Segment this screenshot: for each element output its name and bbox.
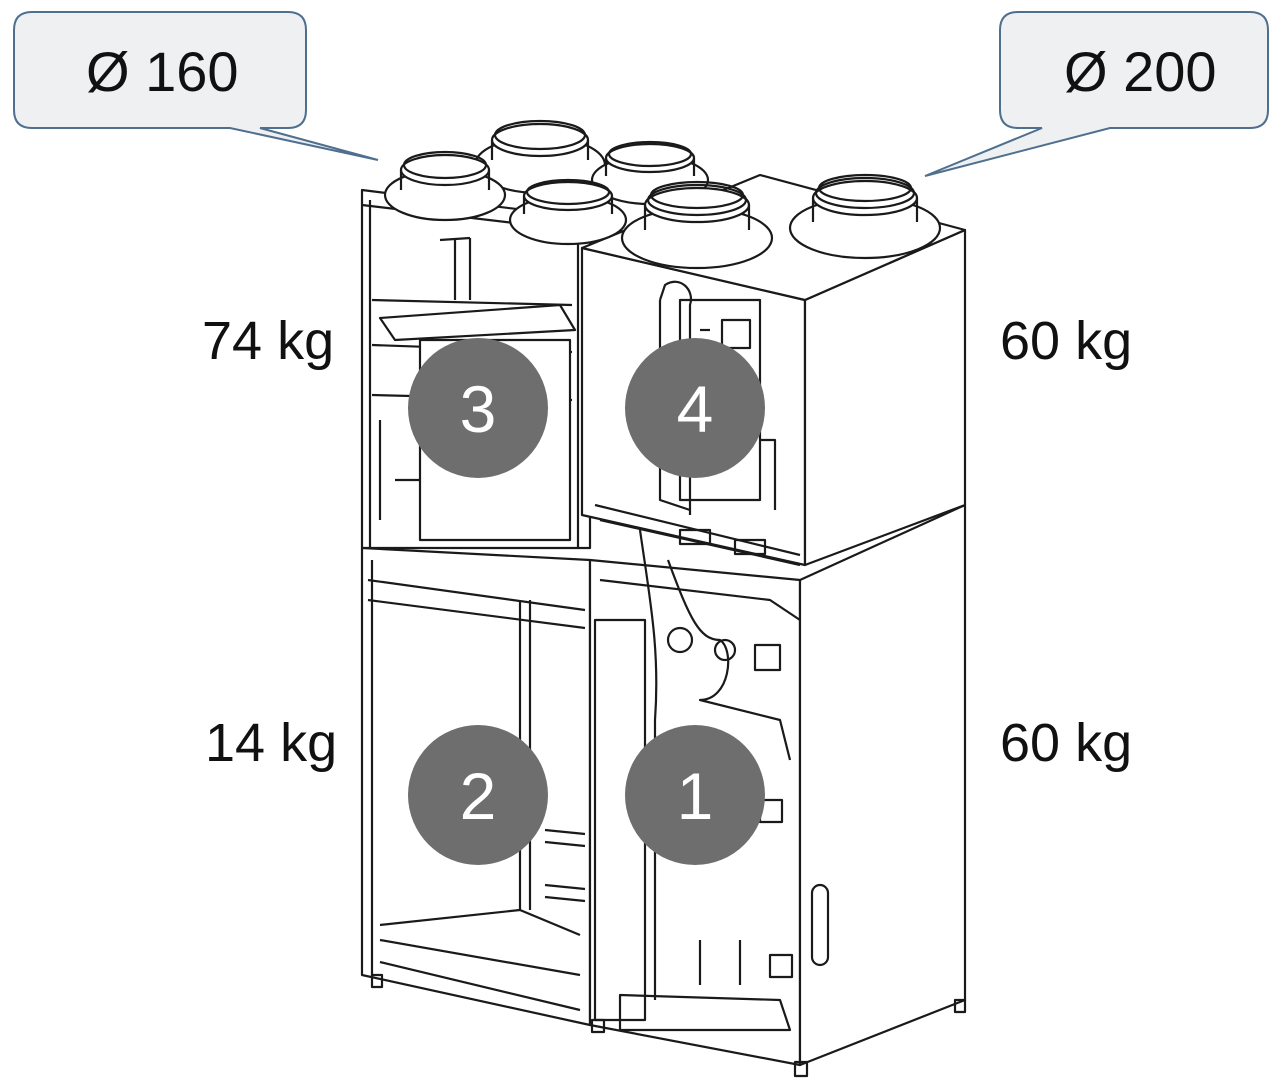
module-marker-1-circle	[625, 725, 765, 865]
duct-collar-mid-front	[508, 178, 628, 246]
duct-collar-right-back	[788, 173, 942, 260]
module-marker-1-label: 1	[677, 759, 714, 833]
weight-label-top-right: 60 kg	[1000, 311, 1133, 371]
module-marker-2-label: 2	[460, 759, 497, 833]
module-marker-2-circle	[408, 725, 548, 865]
weight-label-bottom-right: 60 kg	[1000, 713, 1133, 773]
callout-right-bubble	[924, 11, 1269, 177]
duct-collar-left-front	[383, 150, 507, 222]
duct-collar-left-back	[473, 119, 607, 195]
duct-collar-right-front	[620, 180, 774, 270]
callout-right-diameter: Ø 200	[1064, 40, 1217, 103]
module-marker-3-label: 3	[460, 372, 497, 446]
weight-label-bottom-left: 14 kg	[205, 713, 338, 773]
weight-label-top-left: 74 kg	[202, 311, 335, 371]
module-marker-4-label: 4	[677, 372, 714, 446]
module-marker-3-circle	[408, 338, 548, 478]
callout-left-diameter: Ø 160	[86, 40, 239, 103]
callout-left-bubble	[13, 11, 379, 161]
module-markers: 1 2 3 4	[408, 338, 765, 865]
module-marker-4-circle	[625, 338, 765, 478]
